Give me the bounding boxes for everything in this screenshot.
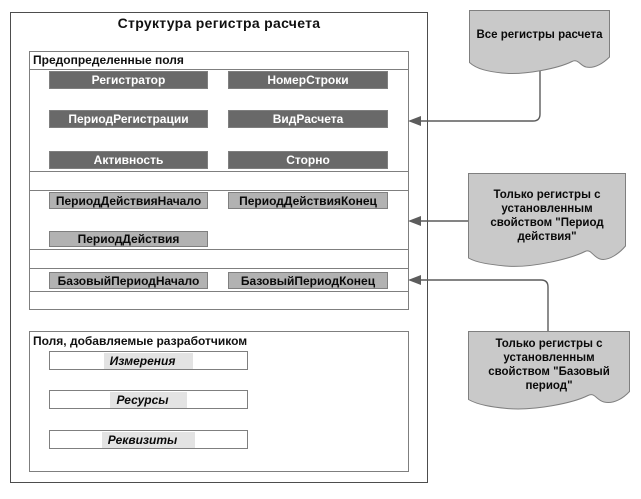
field-period-dejstviya-nachalo: ПериодДействияНачало [49,192,208,209]
callout-base-period-text: Только регистры с установленным свойство… [488,337,610,392]
connector-all-registers [420,69,541,122]
connector-base-period [420,279,549,331]
dev-item-izmereniya: Измерения [49,351,248,370]
field-period-registracii: ПериодРегистрации [49,110,208,128]
dev-item-rekvizity-label: Реквизиты [101,431,196,448]
field-period-dejstviya: ПериодДействия [49,231,208,247]
callout-wave-shape [469,10,610,74]
callout-action-period-text: Только регистры с установленным свойство… [490,188,604,243]
callout-all-registers: Все регистры расчета [469,10,610,76]
callout-all-registers-text: Все регистры расчета [476,29,603,41]
page-title: Структура регистра расчета [117,15,321,31]
field-aktivnost: Активность [49,151,208,169]
predefined-fields-label: Предопределенные поля [33,53,184,67]
callout-action-period: Только регистры с установленным свойство… [468,173,626,274]
field-bazovyj-period-nachalo: БазовыйПериодНачало [49,272,208,289]
callout-wave-shape [468,331,630,410]
dev-item-rekvizity: Реквизиты [49,430,248,449]
dev-item-izmereniya-label: Измерения [103,352,194,369]
dev-item-resursy-label: Ресурсы [110,391,187,408]
predefined-fields-box [29,51,409,310]
callout-base-period: Только регистры с установленным свойство… [468,331,630,413]
callout-wave-shape [468,173,626,267]
dev-item-resursy: Ресурсы [49,390,248,409]
field-storno: Сторно [228,151,388,169]
field-vid-rascheta: ВидРасчета [228,110,388,128]
field-period-dejstviya-konec: ПериодДействияКонец [228,192,388,209]
developer-fields-label: Поля, добавляемые разработчиком [33,334,248,348]
field-bazovyj-period-konec: БазовыйПериодКонец [228,272,388,289]
field-nomer-stroki: НомерСтроки [228,71,388,89]
field-registrator: Регистратор [49,71,208,89]
